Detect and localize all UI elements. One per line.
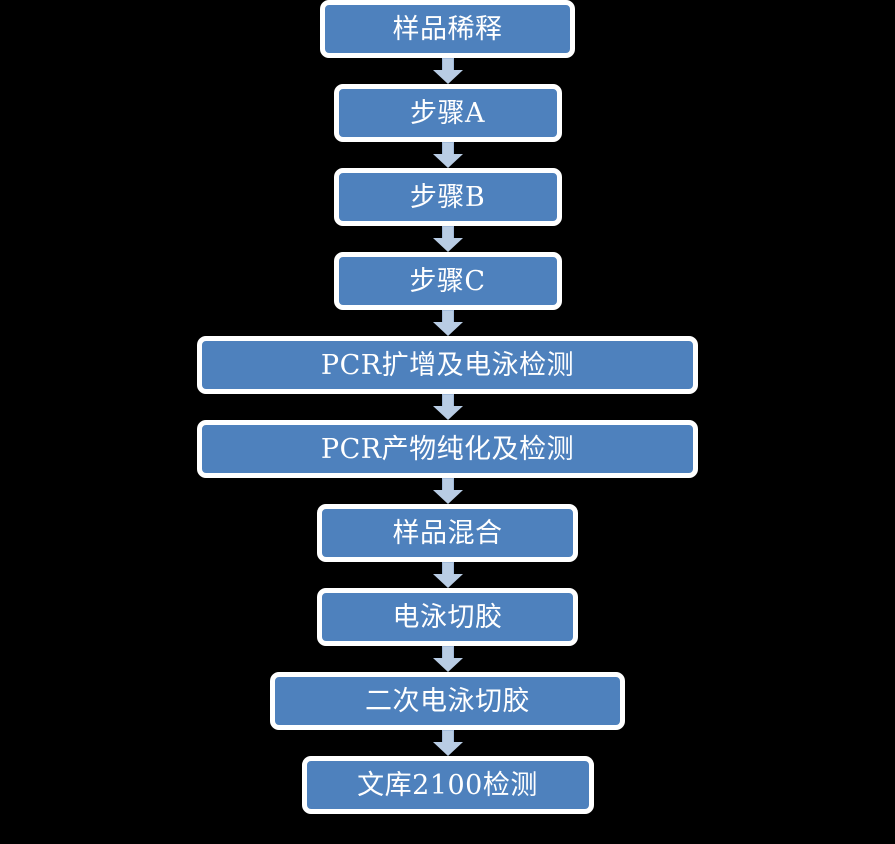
flow-node-electrophoresis-gel-cutting[interactable]: 电泳切胶 [317, 588, 578, 646]
arrow-head [432, 742, 463, 756]
flow-node-step-b[interactable]: 步骤B [333, 168, 562, 226]
arrow-head [432, 70, 463, 84]
down-arrow-icon [432, 562, 463, 588]
flow-node-step-c[interactable]: 步骤C [333, 252, 562, 310]
arrow-shaft [441, 394, 454, 407]
flow-node-sample-mixing[interactable]: 样品混合 [317, 504, 578, 562]
down-arrow-icon [432, 310, 463, 336]
flow-node-sample-dilution[interactable]: 样品稀释 [320, 0, 575, 58]
arrow-head [432, 238, 463, 252]
down-arrow-icon [432, 394, 463, 420]
down-arrow-icon [432, 58, 463, 84]
arrow-head [432, 406, 463, 420]
flow-node-pcr-product-purification[interactable]: PCR产物纯化及检测 [197, 420, 698, 478]
flow-node-library-2100-detection[interactable]: 文库2100检测 [301, 756, 594, 814]
down-arrow-icon [432, 142, 463, 168]
arrow-shaft [441, 478, 454, 491]
arrow-head [432, 574, 463, 588]
down-arrow-icon [432, 730, 463, 756]
arrow-shaft [441, 646, 454, 659]
down-arrow-icon [432, 226, 463, 252]
arrow-shaft [441, 142, 454, 155]
flow-node-pcr-amplification-electrophoresis[interactable]: PCR扩增及电泳检测 [197, 336, 698, 394]
flow-node-step-a[interactable]: 步骤A [333, 84, 562, 142]
arrow-shaft [441, 562, 454, 575]
arrow-head [432, 490, 463, 504]
arrow-shaft [441, 730, 454, 743]
arrow-head [432, 154, 463, 168]
down-arrow-icon [432, 646, 463, 672]
arrow-shaft [441, 58, 454, 71]
arrow-head [432, 658, 463, 672]
flow-node-second-electrophoresis-gel-cutting[interactable]: 二次电泳切胶 [270, 672, 625, 730]
arrow-shaft [441, 310, 454, 323]
arrow-shaft [441, 226, 454, 239]
arrow-head [432, 322, 463, 336]
down-arrow-icon [432, 478, 463, 504]
